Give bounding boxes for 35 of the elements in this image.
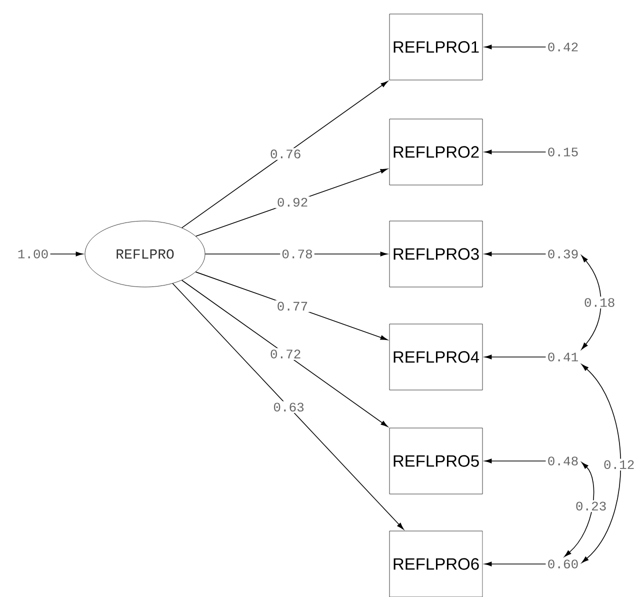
- edge-label: 0.76: [268, 148, 303, 160]
- edge-label: 0.92: [275, 196, 310, 208]
- value-label: 0.60: [548, 560, 578, 568]
- arrow: [581, 255, 602, 350]
- arrow: [50, 252, 83, 256]
- arrow: [484, 44, 546, 50]
- arrow: [181, 280, 388, 427]
- value-label: 0.48: [548, 456, 578, 466]
- arrow: [484, 354, 546, 360]
- observed-variable-box: REFLPRO4: [389, 324, 483, 390]
- arrow: [484, 150, 546, 154]
- arrow: [582, 364, 622, 563]
- observed-variable-box: REFLPRO1: [389, 14, 483, 80]
- edge-label: 0.12: [602, 458, 636, 471]
- arrow: [172, 283, 404, 530]
- arrow: [484, 252, 546, 256]
- arrow: [484, 458, 546, 464]
- value-label: 0.15: [548, 148, 578, 156]
- observed-variable-box: REFLPRO5: [389, 428, 483, 494]
- edge-label: 0.63: [272, 401, 306, 414]
- arrow: [564, 462, 594, 557]
- value-label: 0.41: [548, 352, 578, 362]
- value-label: 1.00: [18, 250, 48, 258]
- edge-label: 0.18: [582, 296, 617, 308]
- edge-label: 0.77: [275, 300, 310, 312]
- value-label: 0.39: [548, 250, 578, 258]
- value-label: 0.42: [548, 42, 578, 52]
- observed-variable-box: REFLPRO2: [389, 118, 483, 186]
- arrow: [181, 81, 388, 228]
- observed-variable-box: REFLPRO6: [389, 530, 483, 597]
- edge-label: 0.72: [268, 348, 303, 360]
- edge-label: 0.78: [280, 248, 314, 260]
- edge-label: 0.23: [574, 500, 608, 512]
- observed-variable-box: REFLPRO3: [389, 220, 483, 288]
- arrow: [484, 562, 546, 566]
